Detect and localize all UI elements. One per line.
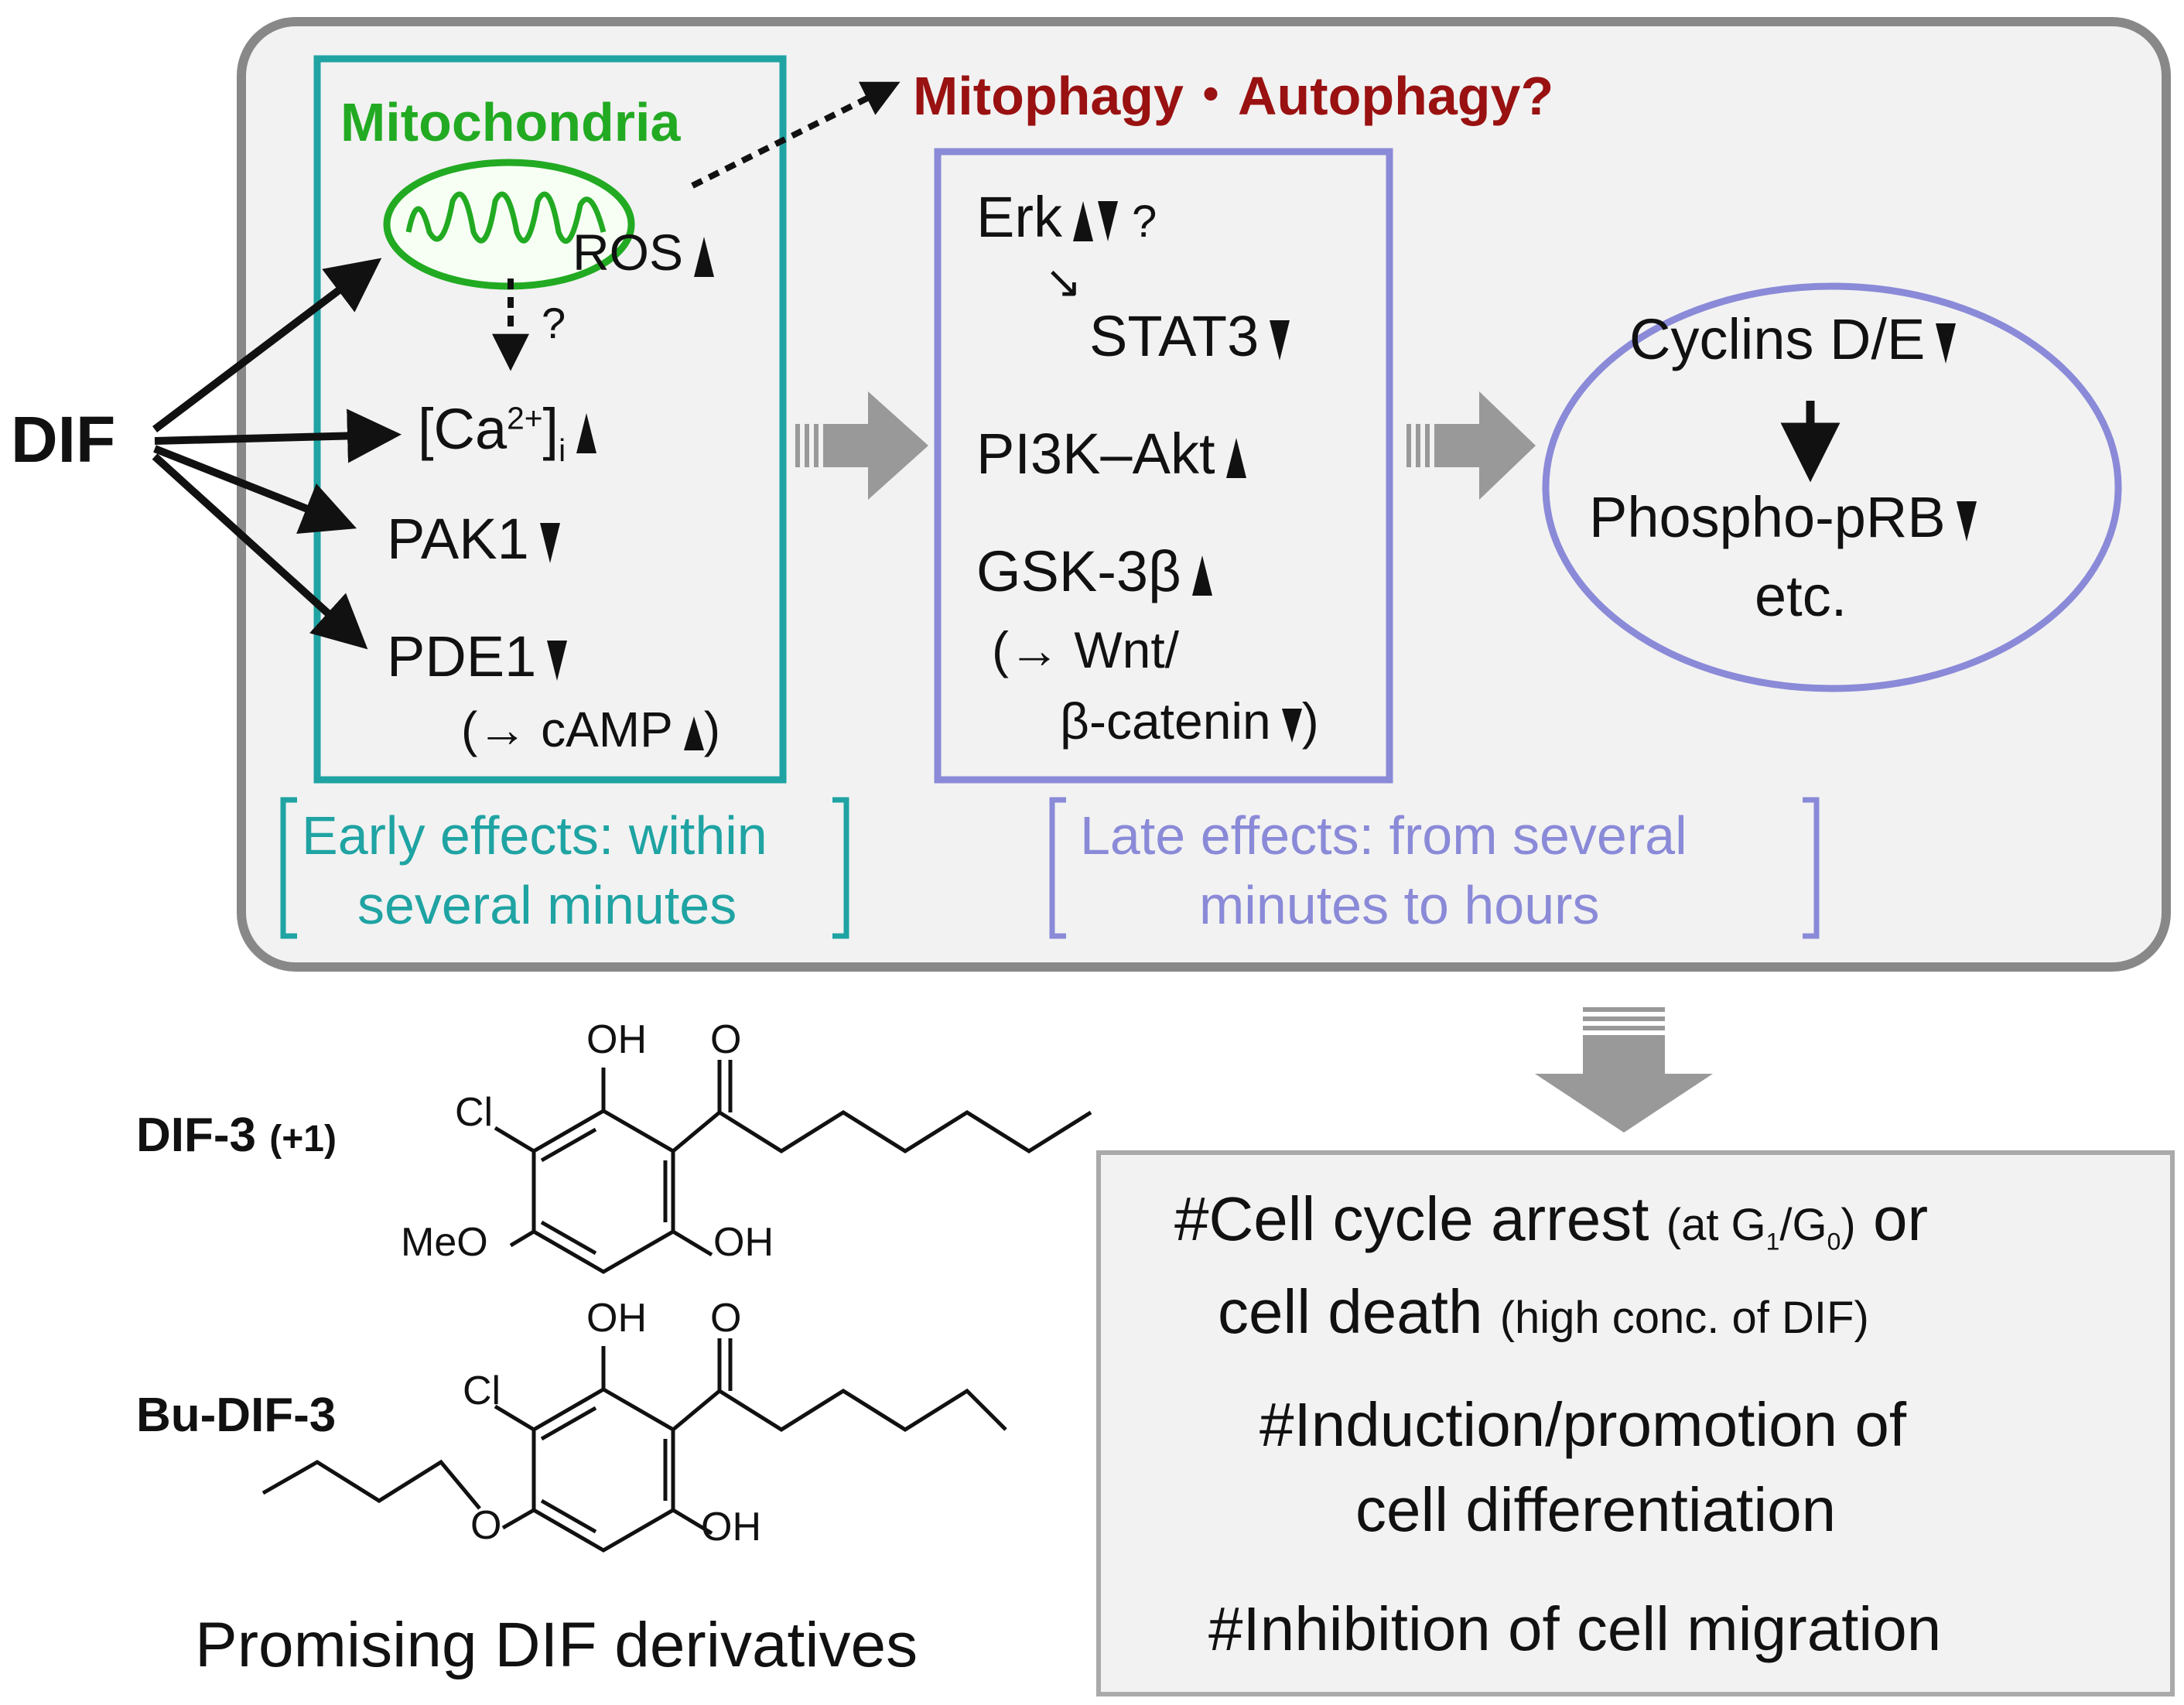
gsk-text: GSK-3β <box>976 539 1181 603</box>
outcome-line5: #Inhibition of cell migration <box>1208 1594 1942 1663</box>
erk-question: ? <box>1132 196 1157 247</box>
pi3k-up-icon <box>1225 438 1246 479</box>
budif3-oh-bottom: OH <box>701 1505 761 1550</box>
late-caption-line1: Late effects: from several <box>1080 805 1687 866</box>
dif3-oh-top: OH <box>586 1017 647 1062</box>
phospho-text: Phospho-pRB <box>1589 485 1946 549</box>
dif3-note: (+1) <box>269 1119 337 1160</box>
camp-up-icon <box>683 716 704 751</box>
early-caption-line1: Early effects: within <box>302 805 767 866</box>
phospho-down-icon <box>1956 501 1977 542</box>
stat3-label: STAT3 <box>1089 303 1290 369</box>
late-caption-brackets <box>1049 797 1820 939</box>
pde1-label: PDE1 <box>387 624 568 689</box>
ros-question: ? <box>542 299 566 347</box>
cyclins-down-icon <box>1936 323 1957 364</box>
ros-label: ROS <box>572 223 715 282</box>
dif3-structure <box>494 1060 1092 1274</box>
pak1-down-icon <box>539 523 560 564</box>
erk-stat3-arrow-icon: ↘ <box>1044 257 1082 307</box>
camp-text: (→ cAMP <box>461 702 673 757</box>
ros-up-icon <box>694 236 715 277</box>
outcome-1b: (at G1/G0) <box>1666 1200 1856 1256</box>
ca-text: [Ca <box>418 397 508 461</box>
catenin-close: ) <box>1301 692 1319 750</box>
budif3-ether-o: O <box>470 1503 502 1548</box>
main-panel <box>237 17 2171 972</box>
catenin-label: β-catenin) <box>1060 692 1319 750</box>
derivatives-caption: Promising DIF derivatives <box>195 1610 918 1680</box>
early-caption-line2: several minutes <box>357 875 737 935</box>
outcome-line4: cell differentiation <box>1355 1475 1837 1544</box>
pde1-text: PDE1 <box>387 624 537 688</box>
ca-up-icon <box>576 413 597 454</box>
ca-close: ] <box>542 397 559 461</box>
erk-text: Erk <box>976 185 1062 249</box>
budif3-label: Bu-DIF-3 <box>136 1389 337 1442</box>
cyclins-label: Cyclins D/E <box>1629 306 1957 372</box>
camp-close: ) <box>703 702 721 757</box>
erk-label: Erk? <box>976 184 1157 250</box>
block-arrow-late-cyclins <box>1406 391 1536 500</box>
outcome-2b: (high conc. of DIF) <box>1499 1293 1869 1343</box>
pak1-label: PAK1 <box>387 506 560 572</box>
outcome-line3: #Induction/promotion of <box>1259 1390 1907 1459</box>
etc-label: etc. <box>1755 564 1847 628</box>
dif3-cl: Cl <box>455 1090 494 1135</box>
dif-label: DIF <box>11 403 116 476</box>
dif3-label: DIF-3 (+1) <box>136 1108 337 1163</box>
cyclins-text: Cyclins D/E <box>1629 307 1926 371</box>
outcome-1c: or <box>1872 1184 1929 1253</box>
budif3-o-top: O <box>710 1296 742 1341</box>
block-arrow-down <box>1535 1007 1713 1133</box>
pi3k-label: PI3K–Akt <box>976 421 1246 487</box>
gsk-label: GSK-3β <box>976 538 1212 604</box>
ca-superscript: 2+ <box>507 400 543 436</box>
gsk-up-icon <box>1191 555 1212 596</box>
late-effects-box <box>934 148 1393 784</box>
pde1-down-icon <box>547 641 568 682</box>
dif3-o-top: O <box>710 1017 742 1062</box>
dif3-oh-bottom: OH <box>713 1220 774 1265</box>
early-caption-brackets <box>280 797 849 939</box>
block-arrow-early-late <box>795 391 928 500</box>
stat3-down-icon <box>1270 320 1290 361</box>
catenin-text: β-catenin <box>1060 692 1271 750</box>
ros-text: ROS <box>572 224 684 281</box>
outcomes-box <box>1096 1150 2175 1696</box>
dif-arrows <box>152 258 402 650</box>
outcome-2a: cell death <box>1218 1277 1483 1346</box>
outcome-line2: cell death (high conc. of DIF) <box>1218 1276 1869 1348</box>
stat3-text: STAT3 <box>1089 304 1259 368</box>
mitophagy-label: Mitophagy・Autophagy? <box>913 66 1554 126</box>
catenin-down-icon <box>1281 708 1302 743</box>
erk-down-icon <box>1098 201 1118 242</box>
wnt-label: (→ Wnt/ <box>992 621 1179 678</box>
budif3-oh-top: OH <box>586 1296 647 1341</box>
pi3k-text: PI3K–Akt <box>976 422 1215 486</box>
outcome-line1: #Cell cycle arrest (at G1/G0) or <box>1174 1184 1928 1256</box>
outcome-1a: #Cell cycle arrest <box>1174 1184 1649 1253</box>
late-caption-line2: minutes to hours <box>1199 875 1600 935</box>
budif3-cl: Cl <box>463 1368 501 1413</box>
ca-subscript: i <box>559 432 566 468</box>
ca-label: [Ca2+]i <box>418 396 597 469</box>
pak1-text: PAK1 <box>387 507 529 571</box>
cyclins-ellipse <box>1542 282 2122 692</box>
erk-up-icon <box>1073 201 1093 242</box>
camp-label: (→ cAMP) <box>461 701 720 758</box>
phospho-label: Phospho-pRB <box>1589 484 1977 550</box>
mitochondria-label: Mitochondria <box>340 92 681 152</box>
early-effects-box <box>313 55 787 784</box>
budif3-structure <box>261 1338 1007 1553</box>
dif3-meo: MeO <box>401 1220 488 1265</box>
mitophagy-dotted-arrow <box>691 81 901 189</box>
dif3-text: DIF-3 <box>136 1109 256 1162</box>
